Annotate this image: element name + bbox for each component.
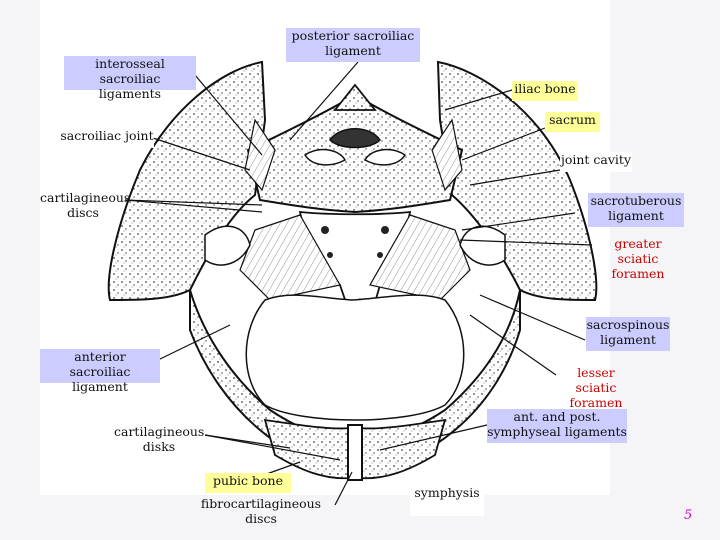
label-sacrum: sacrum xyxy=(545,112,600,132)
label-fibrocartilagineous-discs: fibrocartilagineous discs xyxy=(200,496,322,526)
leader-lines xyxy=(124,61,593,506)
pelvic-inlet xyxy=(245,294,465,421)
label-joint-cavity: joint cavity xyxy=(560,152,632,172)
label-ant-post-symphyseal-ligaments: ant. and post. symphyseal ligaments xyxy=(487,409,627,443)
label-iliac-bone: iliac bone xyxy=(512,81,578,101)
label-posterior-sacroiliac-ligament: posterior sacroiliac ligament xyxy=(286,28,420,62)
label-anterior-sacroiliac-ligament: anterior sacroiliac ligament xyxy=(40,349,160,394)
label-symphysis: symphysis xyxy=(410,480,484,516)
label-pubic-bone: pubic bone xyxy=(205,473,291,493)
label-cartilagineous-discs: cartilagineous discs xyxy=(40,190,131,220)
symphysis-disc xyxy=(347,424,363,481)
label-sacrospinous-ligament: sacrospinous ligament xyxy=(586,317,670,351)
label-interosseal-sacroiliac-ligaments: interosseal sacroiliac ligaments xyxy=(64,56,196,101)
label-lesser-sciatic-foramen: lesser sciatic foramen xyxy=(569,365,623,410)
label-sacrotuberous-ligament: sacrotuberous ligament xyxy=(588,193,684,227)
page-number: 5 xyxy=(684,508,693,523)
label-cartilagineous-disks: cartilagineous disks xyxy=(114,424,205,454)
sacrum xyxy=(246,93,464,214)
label-sacroiliac-joint: sacroiliac joint xyxy=(60,128,154,148)
right-ligaments xyxy=(369,214,471,301)
left-ligaments xyxy=(239,214,341,301)
label-greater-sciatic-foramen: greater sciatic foramen xyxy=(611,236,665,281)
